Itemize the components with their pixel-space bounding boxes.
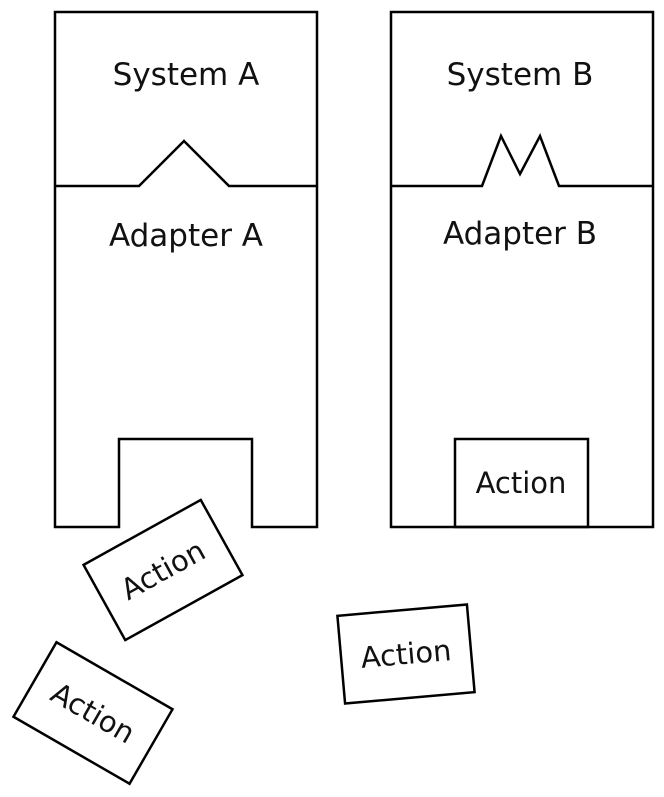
system-b-label: System B	[447, 57, 594, 93]
loose-action-label: Action	[359, 633, 452, 675]
adapter-b-label: Adapter B	[443, 216, 597, 252]
loose-action-box	[336, 603, 476, 705]
column-a-outline	[53, 10, 319, 529]
adapter-a-label: Adapter A	[109, 218, 263, 254]
column-a: System A Adapter A	[53, 10, 319, 529]
action-docked-box	[453, 437, 590, 529]
system-a-label: System A	[113, 57, 260, 93]
column-b: System B Adapter B Action	[389, 10, 655, 529]
loose-action-card: Action	[336, 603, 476, 705]
loose-action-card: Action	[11, 640, 175, 786]
loose-action-card: Action	[81, 498, 245, 642]
system-a-interface-line	[55, 139, 317, 188]
loose-action-box	[11, 640, 175, 786]
loose-action-box	[81, 498, 245, 642]
action-docked-label: Action	[476, 466, 567, 500]
system-b-interface-line	[391, 132, 653, 188]
